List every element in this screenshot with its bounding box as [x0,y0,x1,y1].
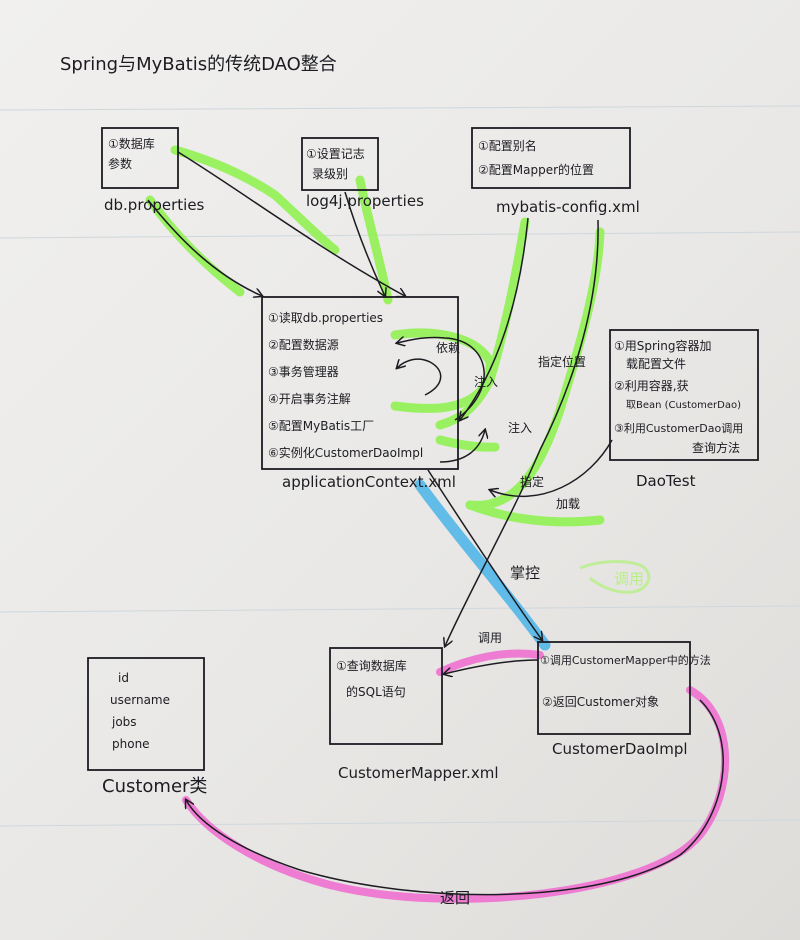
pink-highlight-stroke [436,649,544,676]
blue-highlight [414,479,551,651]
edge-label-inject: 注入 [508,420,532,435]
green-highlight-stroke [435,435,500,452]
green-highlight-stroke [465,500,605,527]
app-item: ④开启事务注解 [268,391,351,406]
log4j-item: ①设置记志 [306,147,365,161]
faint-note-label: 调用 [614,570,644,588]
customer-field: id [118,671,129,685]
application-context-label: applicationContext.xml [282,473,456,491]
customer-field: username [110,693,170,707]
arrow-mybatis-specify [445,219,599,646]
db-item: ①数据库 [108,136,155,151]
edge-labels: 依赖 注入 注入 指定位置 指定 加载 调用 掌控 返回 [436,340,586,907]
green-highlight-stroke [390,328,495,413]
mapper-item: ①查询数据库 [336,658,407,673]
arrow-daotest-load [490,439,613,496]
mybatis-config-node: ①配置别名 ②配置Mapper的位置 mybatis-config.xml [471,127,640,216]
customer-class-box [87,657,205,771]
edge-label-specify-location: 指定位置 [538,354,586,369]
daotest-item: ③利用CustomerDao调用 [614,422,743,435]
daotest-item: ②利用容器,获 [614,378,689,393]
app-item: ①读取db.properties [268,311,383,325]
green-highlight-stroke [170,145,340,255]
log4j-item: 录级别 [312,167,348,181]
mybatis-config-label: mybatis-config.xml [496,198,640,216]
app-item: ③事务管理器 [268,364,339,379]
app-item: ⑤配置MyBatis工厂 [268,419,374,433]
arrow-inject-loop [397,358,442,396]
pink-highlight-stroke [182,686,729,903]
edge-label-return: 返回 [440,889,470,907]
arrow-depend-loop [397,337,485,421]
arrow-inject-2 [439,430,485,463]
customer-class-node: id username jobs phone Customer类 [87,657,207,797]
customer-daoimpl-box [537,641,691,735]
daoimpl-item: ①调用CustomerMapper中的方法 [540,653,711,667]
edge-label-manage: 掌控 [510,564,540,582]
daotest-item: ①用Spring容器加 [614,338,711,353]
db-properties-label: db.properties [104,196,205,214]
arrow-manage [427,469,542,640]
daotest-label: DaoTest [636,472,696,490]
customer-mapper-node: ①查询数据库 的SQL语句 CustomerMapper.xml [329,647,498,782]
daotest-node: ①用Spring容器加 载配置文件 ②利用容器,获 取Bean (Custome… [609,329,759,490]
daotest-box [609,329,759,461]
application-context-box [261,296,459,470]
arrow-call-mapper [444,659,539,674]
mybatis-item: ②配置Mapper的位置 [478,162,594,177]
daotest-item: 取Bean (CustomerDao) [626,399,741,411]
db-item: 参数 [108,156,132,171]
application-context-node: ①读取db.properties ②配置数据源 ③事务管理器 ④开启事务注解 ⑤… [261,296,459,491]
db-properties-node: ①数据库 参数 db.properties [101,127,205,214]
mybatis-item: ①配置别名 [478,138,537,153]
ruled-lines [0,105,800,827]
edge-label-call: 调用 [478,631,502,645]
mybatis-config-box [471,127,631,189]
daotest-item: 载配置文件 [626,356,686,371]
daoimpl-item: ②返回Customer对象 [542,695,659,709]
faint-green-scribble [579,560,651,594]
arrow-log4j-to-app [344,191,385,296]
edge-label-depend: 依赖 [436,340,460,355]
page-title: Spring与MyBatis的传统DAO整合 [60,54,337,75]
edge-label-load: 加载 [556,497,580,511]
log4j-properties-label: log4j.properties [306,192,424,210]
app-item: ②配置数据源 [268,337,339,352]
daotest-item: 查询方法 [692,440,740,455]
db-properties-box [101,127,179,189]
app-item: ⑥实例化CustomerDaoImpl [268,445,423,460]
customer-class-label: Customer类 [102,776,207,797]
edge-label-specify: 指定 [520,474,544,489]
log4j-properties-box [301,137,379,191]
customer-field: jobs [111,715,137,729]
arrow-return [186,699,724,896]
arrow-mybatis-to-app [460,217,529,420]
green-highlight-stroke [145,195,245,297]
arrow-db-to-app-2 [177,151,405,296]
customer-daoimpl-label: CustomerDaoImpl [552,740,688,758]
customer-daoimpl-node: ①调用CustomerMapper中的方法 ②返回Customer对象 Cust… [537,641,711,758]
arrow-db-to-app [147,199,262,296]
customer-mapper-box [329,647,443,745]
ink-arrows [147,151,724,896]
mapper-item: 的SQL语句 [346,684,406,699]
edge-label-inject: 注入 [474,374,498,389]
log4j-properties-node: ①设置记志 录级别 log4j.properties [301,137,424,210]
customer-mapper-label: CustomerMapper.xml [338,764,498,782]
customer-field: phone [112,737,150,751]
